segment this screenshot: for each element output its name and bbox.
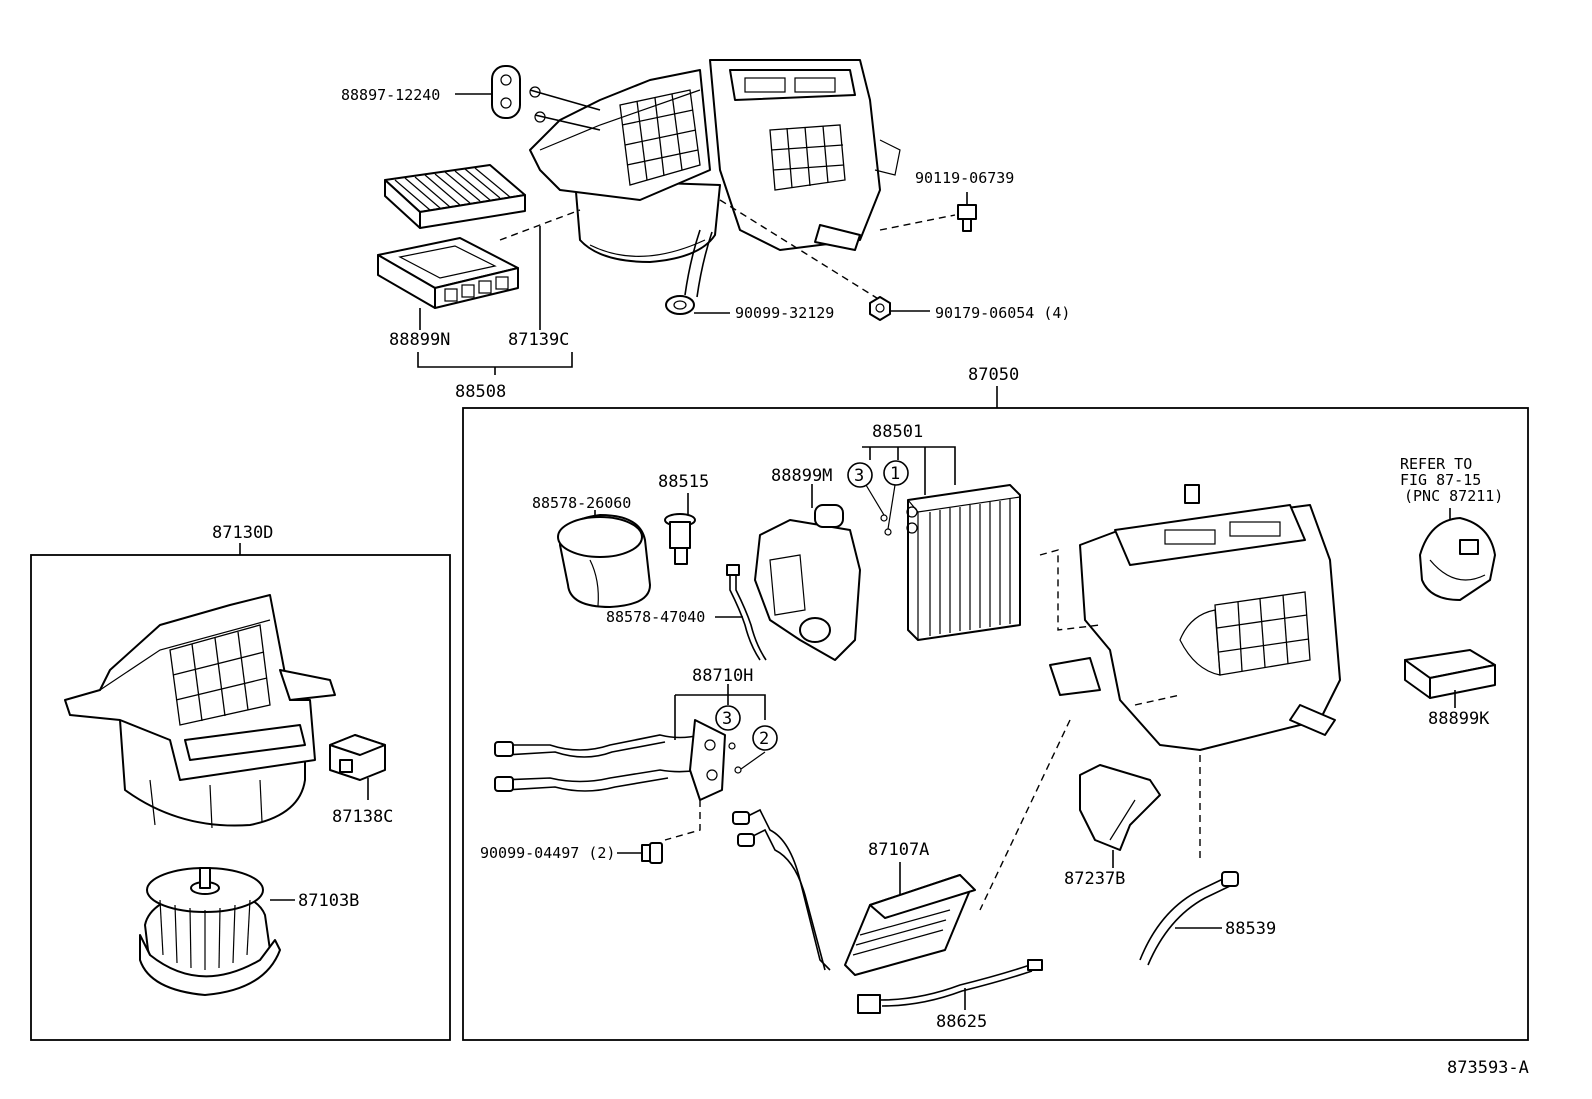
label-90099-04497: 90099-04497 (2) bbox=[480, 844, 615, 862]
label-88578-26060: 88578-26060 bbox=[532, 494, 631, 512]
label-90099-32129: 90099-32129 bbox=[735, 304, 834, 322]
label-88508: 88508 bbox=[455, 382, 506, 402]
evaporator-88501 bbox=[862, 446, 1021, 641]
label-87237B: 87237B bbox=[1064, 869, 1125, 889]
blower-motor-ref bbox=[1419, 508, 1496, 601]
label-88899K: 88899K bbox=[1428, 709, 1490, 729]
callout-3-upper-text: 3 bbox=[854, 466, 864, 486]
hose-88539 bbox=[1139, 871, 1239, 966]
resistor-87138C bbox=[329, 734, 386, 800]
callout-1 bbox=[883, 460, 909, 486]
part-87237B bbox=[1079, 764, 1161, 868]
label-88625: 88625 bbox=[936, 1012, 987, 1032]
label-88515: 88515 bbox=[658, 472, 709, 492]
refer-line-1: REFER TO bbox=[1400, 455, 1472, 473]
label-87107A: 87107A bbox=[868, 840, 929, 860]
box-87130D bbox=[30, 554, 451, 1041]
label-87139C: 87139C bbox=[508, 330, 569, 350]
sensor-88625 bbox=[857, 959, 1043, 1014]
label-87130D: 87130D bbox=[212, 523, 273, 543]
case-88899M bbox=[754, 484, 861, 661]
heater-core-87107A bbox=[732, 808, 976, 976]
label-88578-47040: 88578-47040 bbox=[606, 608, 705, 626]
heater-case-87050 bbox=[979, 484, 1341, 911]
label-88501: 88501 bbox=[872, 422, 923, 442]
label-87138C: 87138C bbox=[332, 807, 393, 827]
label-88899M: 88899M bbox=[771, 466, 832, 486]
label-90179-06054: 90179-06054 (4) bbox=[935, 304, 1070, 322]
bolt-90119 bbox=[957, 192, 977, 232]
box-87050 bbox=[462, 407, 1529, 1041]
callout-2 bbox=[752, 725, 778, 751]
top-heater-assembly bbox=[377, 59, 977, 375]
callout-3-lower-text: 3 bbox=[722, 709, 732, 729]
sleeve-88578-26060 bbox=[557, 510, 651, 608]
label-88899N: 88899N bbox=[389, 330, 450, 350]
label-90119-06739: 90119-06739 bbox=[915, 169, 1014, 187]
figure-id: 873593-A bbox=[1447, 1058, 1529, 1078]
refer-line-2: FIG 87-15 bbox=[1400, 471, 1481, 489]
callout-3-upper bbox=[847, 462, 873, 488]
sensor-88515 bbox=[664, 493, 696, 565]
label-87050: 87050 bbox=[968, 365, 1019, 385]
pipes-88710H bbox=[494, 684, 766, 841]
part-88899K bbox=[1404, 649, 1496, 708]
blower-motor-87103B bbox=[139, 867, 295, 996]
label-88897-12240: 88897-12240 bbox=[341, 86, 440, 104]
callout-3-lower bbox=[715, 705, 741, 731]
callout-1-text: 1 bbox=[890, 464, 900, 484]
label-88710H: 88710H bbox=[692, 666, 753, 686]
blower-unit-87130D bbox=[64, 594, 336, 829]
refer-line-3: (PNC 87211) bbox=[1404, 487, 1503, 505]
label-88539: 88539 bbox=[1225, 919, 1276, 939]
box-87050-parts bbox=[494, 446, 1496, 1014]
bolt-90099-04497 bbox=[617, 842, 663, 864]
label-87103B: 87103B bbox=[298, 891, 359, 911]
callout-2-text: 2 bbox=[759, 729, 769, 749]
